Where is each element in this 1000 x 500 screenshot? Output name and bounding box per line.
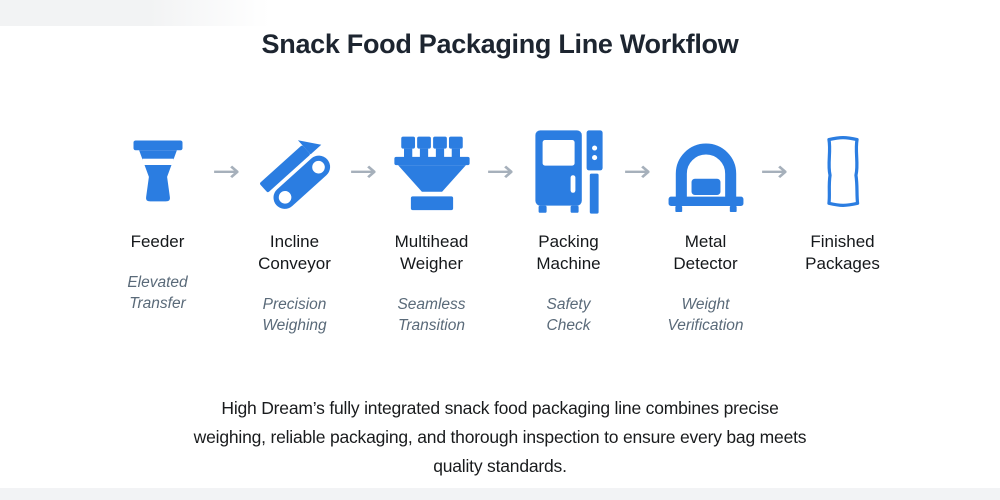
station-label: Multihead Weigher [394, 232, 469, 273]
top-edge-shade [0, 0, 270, 26]
flow-arrow: → [623, 124, 651, 219]
right-arrow-icon: → [212, 154, 240, 188]
packing-machine-icon [529, 124, 609, 219]
station-feeder: Feeder Elevated Transfer [103, 124, 213, 314]
flow-arrow: → [212, 124, 240, 219]
footer-line: High Dream’s fully integrated snack food… [221, 398, 779, 418]
incline-conveyor-icon [250, 124, 340, 219]
station-subtitle: Weight Verification [667, 296, 744, 334]
station-finished-packages: Finished Packages [788, 124, 898, 294]
workflow-row: Feeder Elevated Transfer → Incline C [0, 124, 1000, 336]
station-multihead-weigher: Multihead Weigher Seamless Transition [377, 124, 487, 336]
station-label: Metal Detector [673, 232, 738, 273]
metal-detector-icon [663, 124, 749, 219]
flow-arrow: → [349, 124, 377, 219]
page-title: Snack Food Packaging Line Workflow [261, 29, 739, 59]
right-arrow-icon: → [486, 154, 514, 188]
flow-arrow: → [486, 124, 514, 219]
bottom-edge-band [0, 488, 1000, 500]
finished-package-bag-icon [816, 124, 870, 219]
station-packing-machine: Packing Machine Safety Check [514, 124, 624, 336]
station-label: Finished Packages [805, 232, 880, 273]
footer-line: quality standards. [433, 456, 567, 476]
station-label: Feeder [130, 232, 185, 251]
station-label: Incline Conveyor [258, 232, 331, 273]
footer-line: weighing, reliable packaging, and thorou… [193, 427, 807, 447]
station-subtitle: Elevated Transfer [127, 274, 188, 312]
right-arrow-icon: → [623, 154, 651, 188]
feeder-hopper-icon [123, 124, 193, 219]
footer-description: High Dream’s fully integrated snack food… [0, 394, 1000, 481]
station-metal-detector: Metal Detector Weight Verification [651, 124, 761, 336]
station-subtitle: Precision Weighing [262, 296, 327, 334]
flow-arrow: → [760, 124, 788, 219]
station-label: Packing Machine [536, 232, 601, 273]
station-incline-conveyor: Incline Conveyor Precision Weighing [240, 124, 350, 336]
right-arrow-icon: → [349, 154, 377, 188]
multihead-weigher-icon [386, 124, 478, 219]
station-subtitle: Safety Check [546, 296, 591, 334]
right-arrow-icon: → [760, 154, 788, 188]
station-subtitle: Seamless Transition [397, 296, 466, 334]
